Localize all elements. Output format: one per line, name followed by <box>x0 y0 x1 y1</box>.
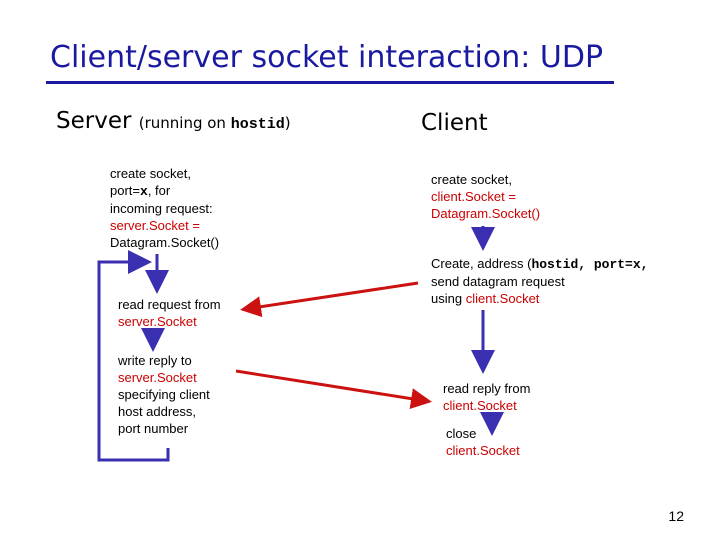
client-read-line1: read reply from <box>443 381 531 396</box>
client-send-request-step: Create, address (hostid, port=x, send da… <box>431 255 648 307</box>
server-create-line4: server.Socket = <box>110 218 200 233</box>
client-send-address: hostid, port=x, <box>531 257 649 272</box>
client-send-line1: Create, address (hostid, port=x, <box>431 255 648 273</box>
client-send-line3: using client.Socket <box>431 290 648 307</box>
client-heading: Client <box>421 110 488 136</box>
server-heading-label: Server <box>56 108 132 134</box>
server-hostid: hostid <box>230 116 285 133</box>
server-create-socket-step: create socket, port=x, for incoming requ… <box>110 165 219 251</box>
server-create-line1: create socket, <box>110 166 191 181</box>
server-port-suffix: , for <box>147 183 171 198</box>
server-write-line1: write reply to <box>118 353 192 368</box>
client-read-reply-step: read reply from client.Socket <box>443 380 530 414</box>
client-send-line2: send datagram request <box>431 274 565 289</box>
title-underline <box>46 81 614 84</box>
client-create-line1: create socket, <box>431 172 512 187</box>
client-close-line1: close <box>446 426 477 441</box>
server-running-prefix: (running on <box>138 114 231 132</box>
server-create-line3: incoming request: <box>110 201 213 216</box>
server-read-line2: server.Socket <box>118 314 197 329</box>
page-title: Client/server socket interaction: UDP <box>50 40 604 75</box>
server-port-prefix: port= <box>110 183 140 198</box>
server-read-line1: read request from <box>118 297 221 312</box>
server-write-line4: host address, <box>118 404 197 419</box>
server-loop-arrow <box>97 250 170 462</box>
server-running-note: (running on hostid) <box>138 114 291 133</box>
server-write-line2: server.Socket <box>118 370 197 385</box>
client-send-socket: client.Socket <box>465 291 540 306</box>
page-number: 12 <box>668 508 684 524</box>
client-create-line2: client.Socket = <box>431 189 516 204</box>
client-close-step: close client.Socket <box>446 425 520 459</box>
server-write-line5: port number <box>118 421 189 436</box>
server-write-reply-step: write reply to server.Socket specifying … <box>118 352 210 437</box>
reply-datagram-arrow <box>235 369 432 410</box>
server-port-var: x <box>140 184 148 199</box>
client-create-line3: Datagram.Socket() <box>431 206 541 221</box>
client-send-line3-prefix: using <box>431 291 466 306</box>
client-close-line2: client.Socket <box>446 443 520 458</box>
client-create-socket-step: create socket, client.Socket = Datagram.… <box>431 171 540 222</box>
server-heading: Server (running on hostid) <box>56 108 291 134</box>
client-read-line2: client.Socket <box>443 398 517 413</box>
server-read-request-step: read request from server.Socket <box>118 296 221 330</box>
server-running-suffix: ) <box>284 114 291 132</box>
client-send-prefix: Create, address ( <box>431 256 532 271</box>
server-write-line3: specifying client <box>118 387 210 402</box>
request-datagram-arrow <box>240 281 419 318</box>
server-create-port-line: port=x, for <box>110 182 219 200</box>
server-create-line5: Datagram.Socket() <box>110 235 220 250</box>
